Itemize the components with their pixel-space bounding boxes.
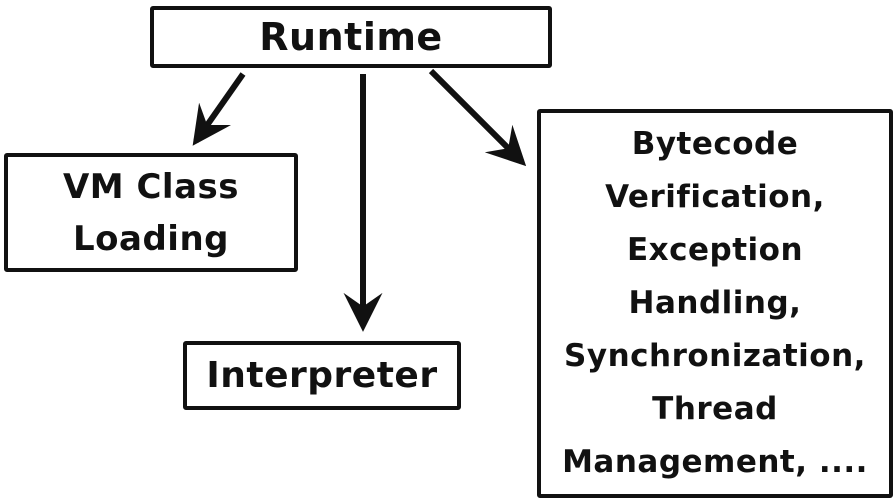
node-interpreter-label: Interpreter xyxy=(206,355,438,396)
edge-runtime-to-vm-class-loading xyxy=(192,72,246,146)
node-runtime-label: Runtime xyxy=(259,15,443,59)
edge-runtime-to-services xyxy=(428,68,527,167)
node-vm-class-loading: VM Class Loading xyxy=(4,153,298,272)
node-runtime: Runtime xyxy=(150,6,552,68)
node-services-label: Bytecode Verification, Exception Handlin… xyxy=(562,126,868,480)
node-interpreter: Interpreter xyxy=(183,341,461,410)
node-services: Bytecode Verification, Exception Handlin… xyxy=(537,109,893,498)
node-vm-class-loading-label: VM Class Loading xyxy=(62,166,239,259)
